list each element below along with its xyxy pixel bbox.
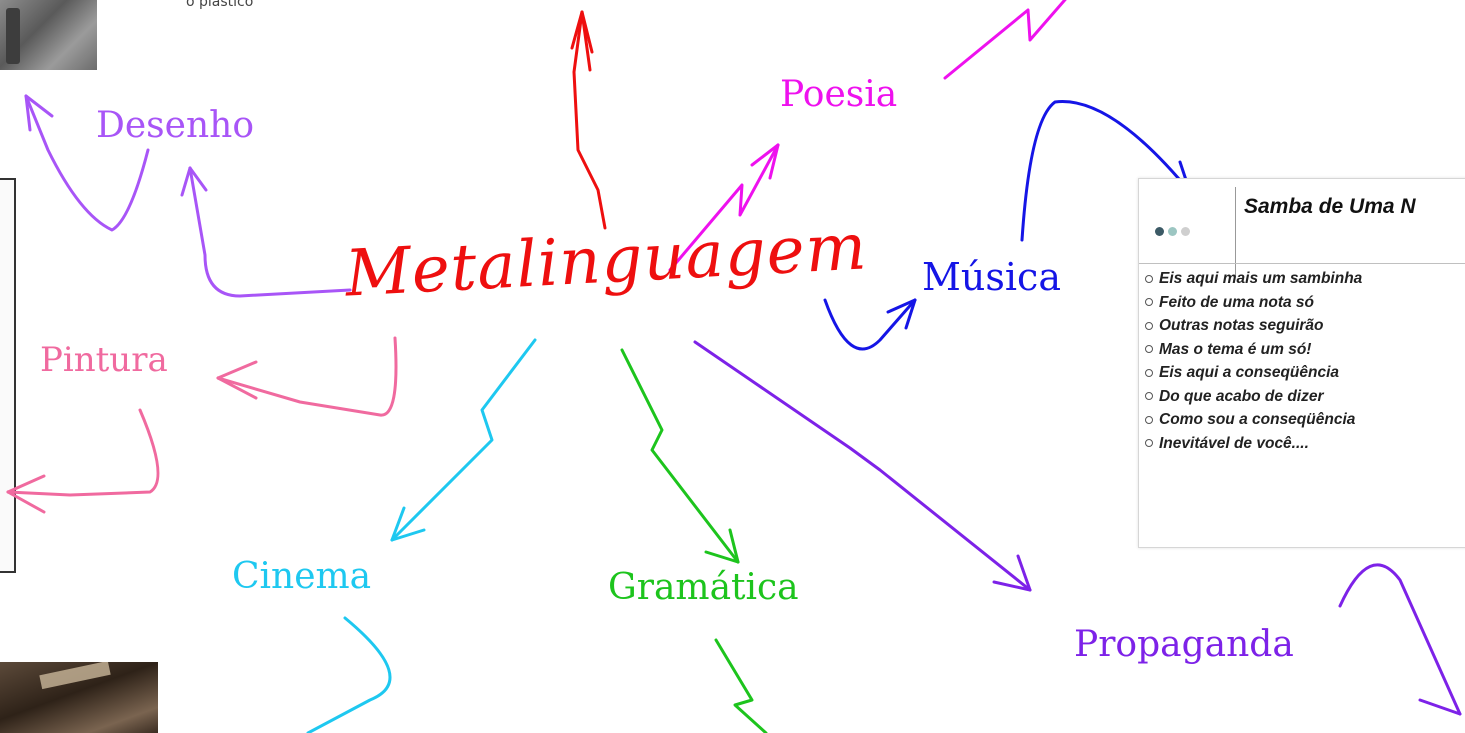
bullet-icon: [1145, 416, 1153, 424]
bullet-icon: [1145, 392, 1153, 400]
slide-dots: [1155, 221, 1194, 240]
arrow-cinema: [308, 340, 535, 733]
bullet-icon: [1145, 369, 1153, 377]
branch-label-desenho: Desenho: [96, 105, 254, 146]
dot-2: [1168, 227, 1177, 236]
bullet-icon: [1145, 322, 1153, 330]
arrow-center-up: [572, 12, 605, 228]
lyric-line: Feito de uma nota só: [1145, 291, 1362, 315]
arrow-gramatica: [622, 350, 766, 733]
dot-3: [1181, 227, 1190, 236]
bullet-icon: [1145, 439, 1153, 447]
arrow-musica: [825, 102, 1190, 349]
bullet-icon: [1145, 345, 1153, 353]
song-title: Samba de Uma N: [1244, 195, 1416, 219]
dot-1: [1155, 227, 1164, 236]
lyric-line: Mas o tema é um só!: [1145, 338, 1362, 362]
lyric-line: Como sou a conseqüência: [1145, 408, 1362, 432]
branch-label-propaganda: Propaganda: [1074, 624, 1294, 665]
bullet-icon: [1145, 275, 1153, 283]
branch-label-musica: Música: [922, 255, 1061, 299]
lyric-line: Eis aqui a conseqüência: [1145, 361, 1362, 385]
branch-label-poesia: Poesia: [780, 74, 897, 115]
divider: [1139, 263, 1465, 264]
music-lyrics-panel: Samba de Uma N Eis aqui mais um sambinha…: [1138, 178, 1465, 548]
lyric-line: Outras notas seguirão: [1145, 314, 1362, 338]
lyric-line: Do que acabo de dizer: [1145, 385, 1362, 409]
lyric-line: Inevitável de você....: [1145, 432, 1362, 456]
lyrics-list: Eis aqui mais um sambinha Feito de uma n…: [1145, 267, 1362, 455]
branch-label-pintura: Pintura: [40, 340, 168, 380]
branch-label-cinema: Cinema: [232, 556, 371, 597]
lyric-line: Eis aqui mais um sambinha: [1145, 267, 1362, 291]
bullet-icon: [1145, 298, 1153, 306]
branch-label-gramatica: Gramática: [608, 567, 799, 608]
